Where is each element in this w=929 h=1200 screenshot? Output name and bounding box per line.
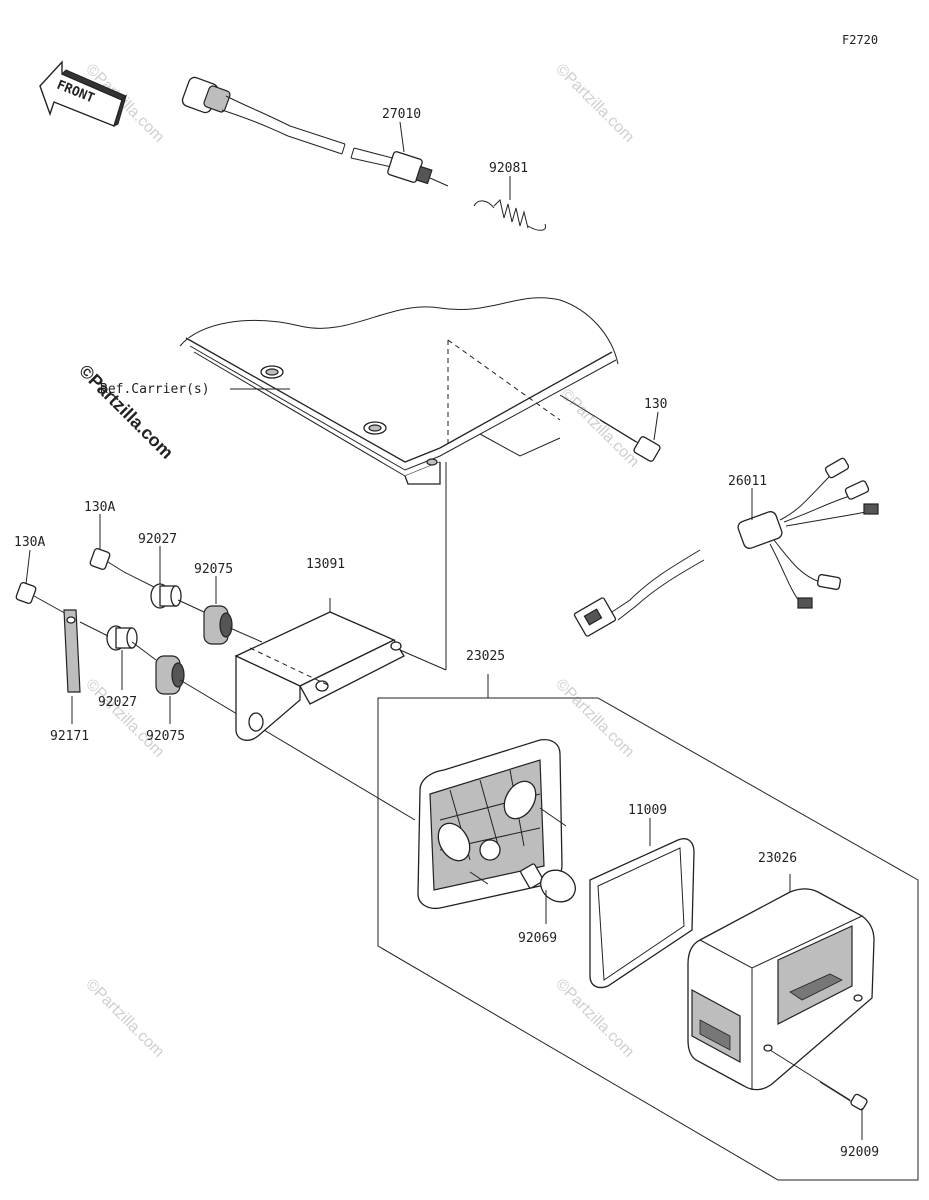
part-lamp-base [417,738,567,910]
figure-code: F2720 [842,33,878,47]
part-label-92009: 92009 [840,1145,879,1160]
watermark: ©Partzilla.com [552,676,637,761]
part-label-23026: 23026 [758,851,797,866]
part-92171-clamp [63,609,109,693]
ref-carrier-label: Ref.Carrier(s) [100,382,210,397]
part-label-92027-lower: 92027 [98,695,137,710]
part-92027-collar-upper [150,583,182,609]
part-92075-grommet-lower [131,641,416,821]
part-label-130: 130 [644,397,667,412]
part-130A-bolt-lower [15,582,71,617]
part-label-92069: 92069 [518,931,557,946]
part-92081-spring [473,199,547,231]
part-label-130A-lower: 130A [14,535,45,550]
part-label-92075-upper: 92075 [194,562,233,577]
carrier-plate [179,297,619,671]
part-label-13091: 13091 [306,557,345,572]
part-23026-lens [687,874,875,1091]
part-92075-grommet-upper [177,599,263,645]
watermark: ©Partzilla.com [82,976,167,1061]
part-label-92027-upper: 92027 [138,532,177,547]
part-11009-gasket [589,818,695,989]
part-130A-bolt-upper [89,548,161,591]
part-label-92075-lower: 92075 [146,729,185,744]
front-arrow-icon: FRONT [39,60,128,127]
part-27010-cable [181,76,449,187]
part-label-27010: 27010 [382,107,421,122]
part-label-92081: 92081 [489,161,528,176]
part-92027-collar-lower [106,625,138,651]
part-92069-bulb [520,863,576,924]
part-92009-screw [769,1049,868,1140]
part-13091-bracket [234,598,405,741]
part-label-130A-upper: 130A [84,500,115,515]
part-26011-harness [573,457,879,637]
part-label-23025: 23025 [466,649,505,664]
watermark: ©Partzilla.com [557,386,642,471]
part-label-92171: 92171 [50,729,89,744]
watermark-logo: ©Partzilla.com [75,361,177,463]
part-label-26011: 26011 [728,474,767,489]
leader-lines [25,121,753,724]
watermark: ©Partzilla.com [552,61,637,146]
part-label-11009: 11009 [628,803,667,818]
watermark: ©Partzilla.com [82,676,167,761]
part-130-bolt [559,394,661,462]
watermark: ©Partzilla.com [552,976,637,1061]
part-labels: 27010 92081 130 26011 130A 130A 92027 92… [14,107,879,1160]
assembly-23025-box [377,674,919,1181]
